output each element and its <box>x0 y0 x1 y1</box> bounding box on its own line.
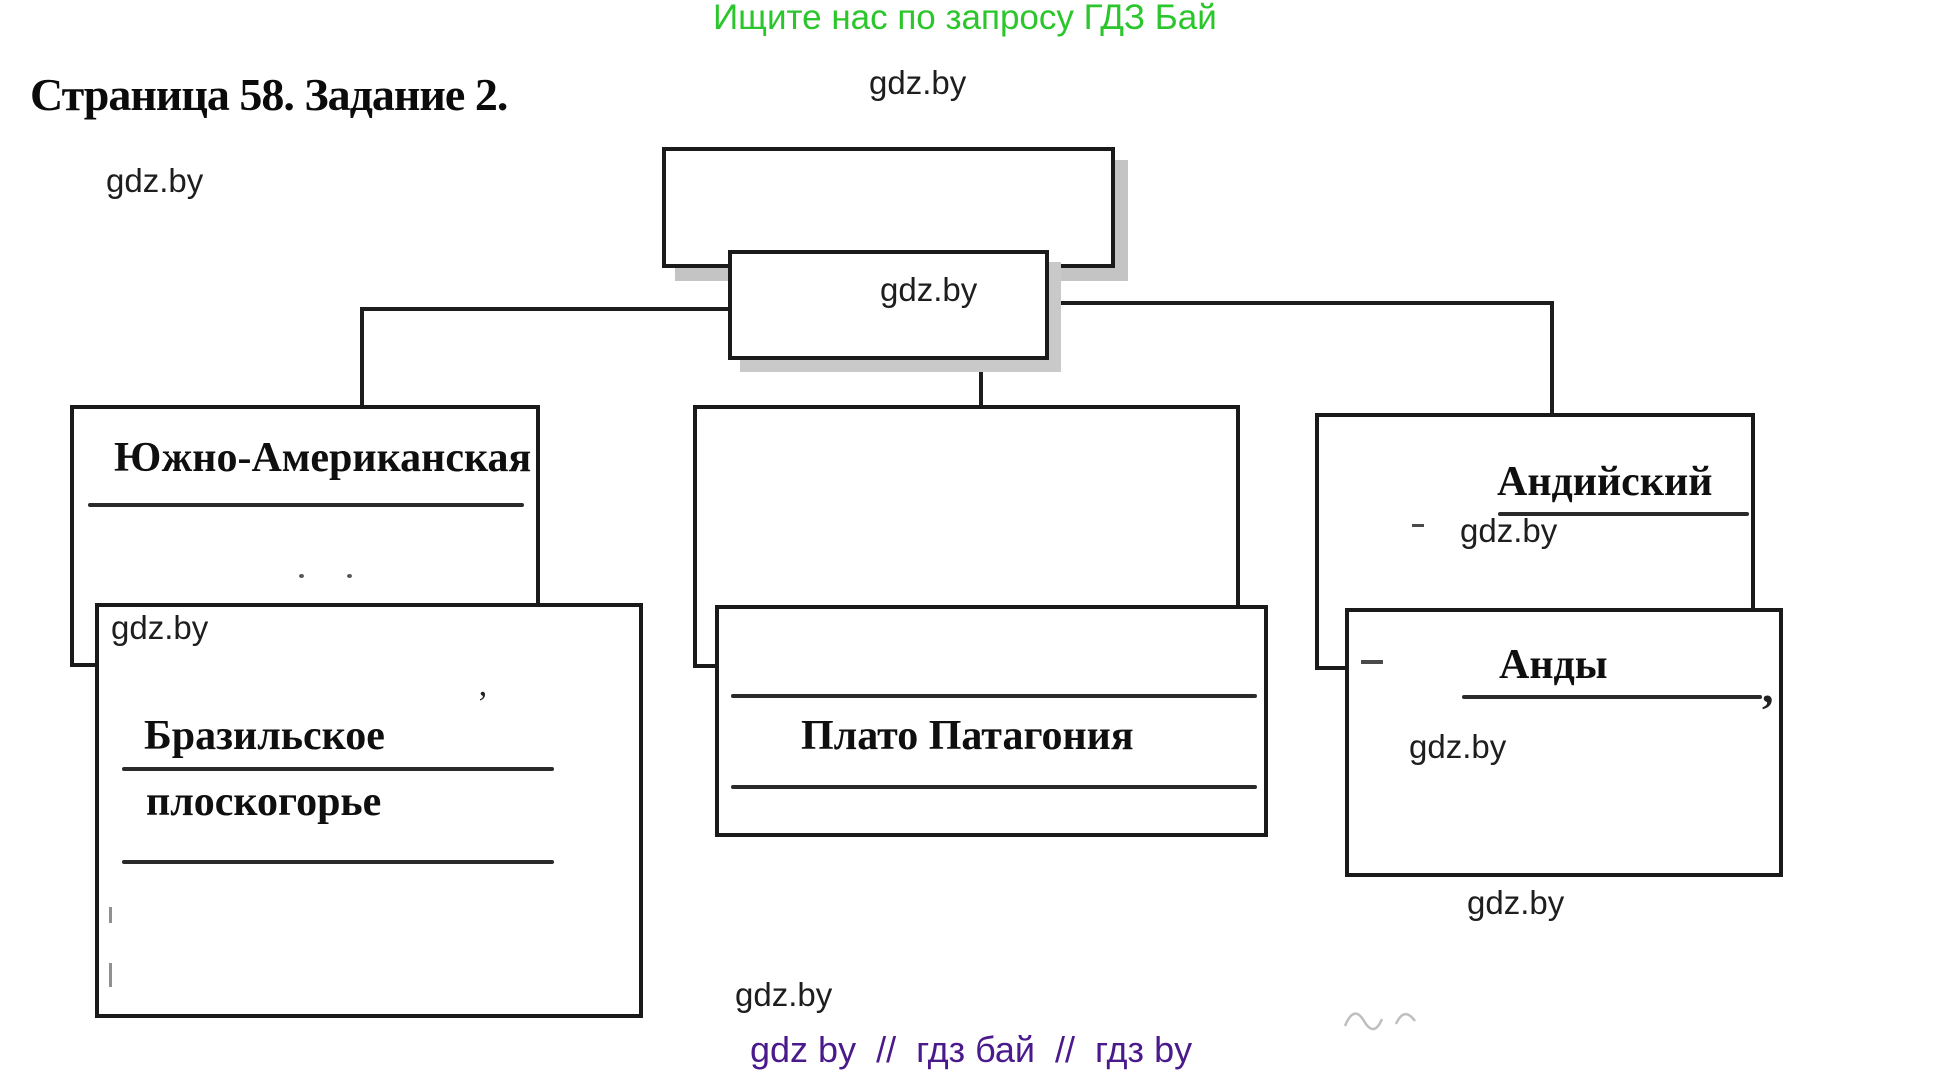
connector-left-horizontal <box>362 307 732 311</box>
purple-footer-keywords: gdz by // гдз бай // гдз by <box>750 1029 1193 1070</box>
left-child-box: gdz.by Бразильское плоскогорье ’ <box>95 603 643 1018</box>
handwriting-scribble <box>1343 1012 1417 1031</box>
watermark-top-center: gdz.by <box>869 64 967 101</box>
connector-right-horizontal <box>1043 301 1554 305</box>
right-child-box: Анды , gdz.by <box>1345 608 1783 877</box>
blank-underline <box>1462 695 1762 699</box>
blank-underline <box>1498 512 1749 516</box>
blank-underline <box>731 785 1257 789</box>
watermark-bottom-center: gdz.by <box>735 976 833 1013</box>
label-brazilian-line1: Бразильское <box>144 713 385 759</box>
connector-middle-vertical <box>979 356 983 409</box>
connector-left-vertical <box>360 307 364 409</box>
green-search-banner: Ищите нас по запросу ГДЗ Бай <box>713 0 1217 37</box>
connector-right-vertical <box>1550 301 1554 417</box>
ink-dot <box>299 574 304 578</box>
watermark-root-overlay: gdz.by <box>880 271 978 308</box>
label-plato-patagonia: Плато Патагония <box>801 713 1134 759</box>
dash-mark <box>1361 660 1383 664</box>
tick-mark <box>109 963 112 987</box>
watermark-right-parent: gdz.by <box>1460 512 1558 549</box>
blank-underline <box>731 694 1257 698</box>
blank-underline <box>122 860 554 864</box>
watermark-below-right: gdz.by <box>1467 884 1565 921</box>
ink-dot <box>347 574 352 578</box>
watermark-left-child: gdz.by <box>111 609 209 646</box>
watermark-under-title: gdz.by <box>106 162 204 199</box>
label-andes: Анды <box>1499 642 1608 688</box>
blank-underline <box>122 767 554 771</box>
blank-underline <box>88 503 524 507</box>
label-south-american-platform: Южно-Американская <box>114 435 532 481</box>
page-title: Страница 58. Задание 2. <box>30 69 508 120</box>
label-brazilian-line2: плоскогорье <box>146 779 382 825</box>
middle-child-box: Плато Патагония <box>715 605 1268 837</box>
tick-mark <box>109 907 112 923</box>
watermark-right-child: gdz.by <box>1409 728 1507 765</box>
root-overlay-box: gdz.by <box>728 250 1049 360</box>
dash-mark <box>1412 524 1424 527</box>
comma-mark: , <box>1762 661 1774 712</box>
label-andean-region: Андийский <box>1497 459 1713 505</box>
apostrophe-mark: ’ <box>477 685 489 722</box>
